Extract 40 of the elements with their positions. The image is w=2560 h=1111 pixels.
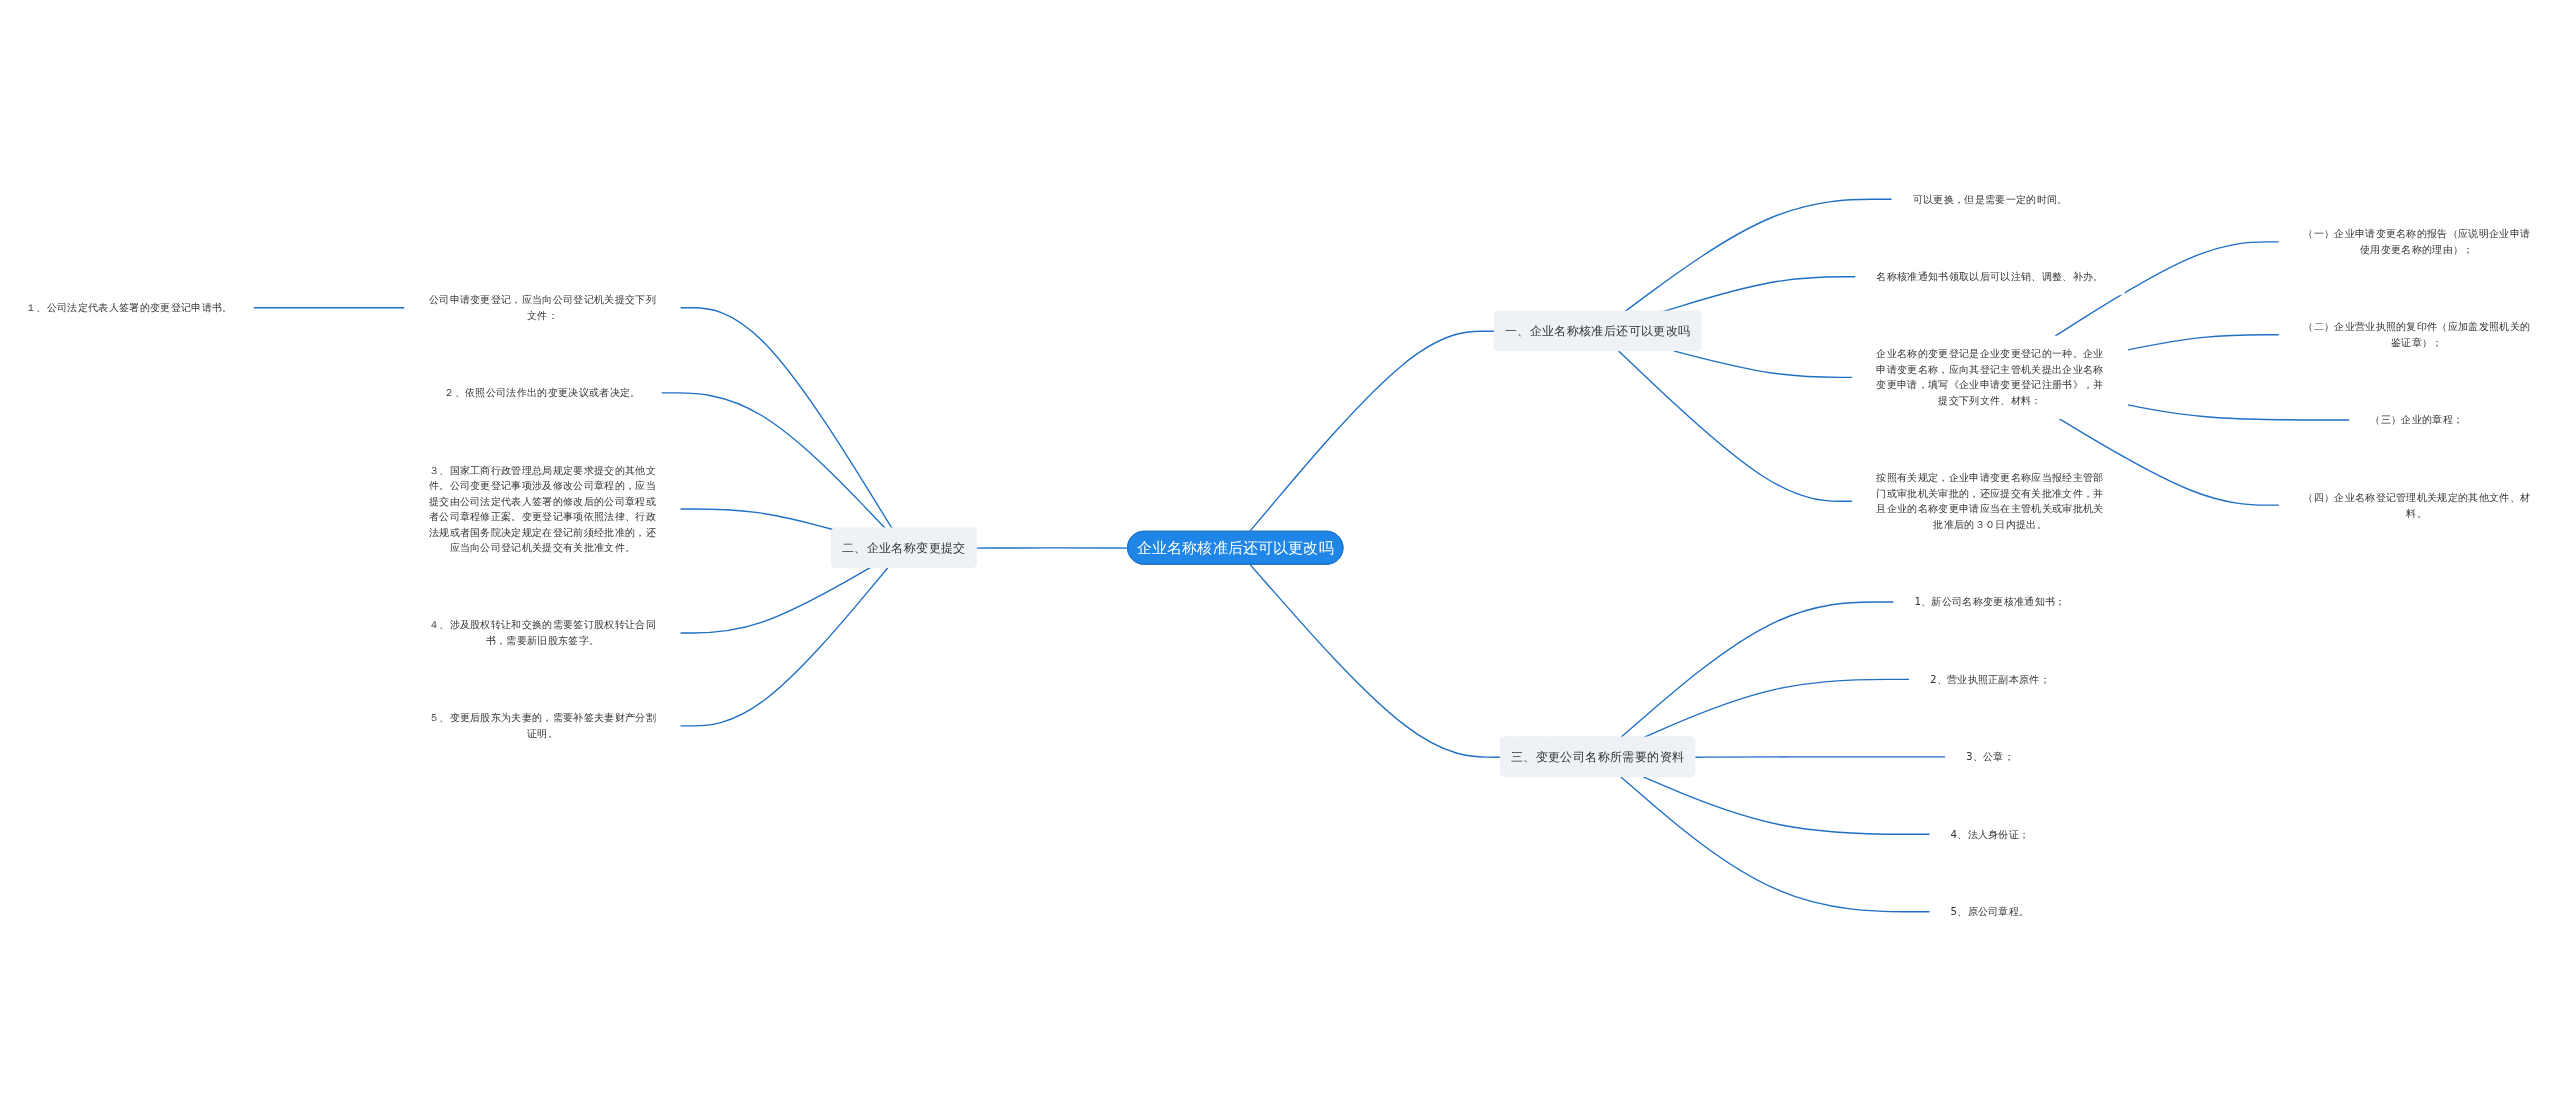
connector <box>679 567 889 727</box>
connector <box>1617 350 1854 502</box>
connector <box>660 392 887 530</box>
node-text: ２、依照公司法作出的变更决议或者决定。 <box>444 386 641 399</box>
connector <box>1620 601 1895 739</box>
node-text: 公司申请变更登记，应当向公司登记机关提交下列文件： <box>428 293 657 322</box>
node-text: 名称核准通知书领取以后可以注销、调整、补办。 <box>1876 270 2104 283</box>
connector <box>679 508 834 531</box>
node-text: １、公司法定代表人签署的变更登记申请书。 <box>26 301 233 314</box>
node-text: ４、涉及股权转让和交换的需要签订股权转让合同书，需要新旧股东签字。 <box>428 618 657 647</box>
connector <box>975 547 1129 549</box>
connector <box>252 307 406 309</box>
node-text: （三）企业的章程； <box>2370 413 2464 426</box>
connector <box>1642 776 1931 835</box>
node-text: 4、法人身份证； <box>1950 827 2030 841</box>
node-text: 可以更换，但是需要一定的时间。 <box>1912 192 2068 206</box>
connector <box>1248 330 1496 533</box>
connector <box>2058 418 2280 506</box>
connector <box>1620 776 1931 913</box>
node-text: 2、营业执照正副本原件； <box>1929 673 2051 686</box>
node-text: 1、新公司名称变更核准通知书； <box>1914 595 2066 608</box>
connector <box>1249 563 1502 758</box>
connector <box>2127 404 2351 421</box>
connector <box>679 567 871 634</box>
node-text: （四）企业名称登记管理机关规定的其他文件、材料。 <box>2303 491 2531 519</box>
connector <box>1694 756 1947 758</box>
connector <box>2127 334 2280 351</box>
node-text: 3、公章； <box>1966 750 2014 763</box>
connector <box>1642 678 1910 739</box>
node-text: ５、变更后股东为夫妻的，需要补签夫妻财产分割证明。 <box>428 711 657 740</box>
node-text: ３、国家工商行政管理总局规定要求提交的其他文件。公司变更登记事项涉及修改公司章程的，应当提交由公司法定代表人签署的修改后的公司章程或者公司章程修正案。变更登记事项依照法律、行政法规或者国务院决定规定在登记前须经批准的，还应当向公司登记机关提交有关批准文件。 <box>428 463 657 554</box>
connector <box>1672 350 1854 379</box>
connector <box>679 307 893 530</box>
connector <box>1624 198 1893 313</box>
node-text: 按照有关规定，企业申请变更名称应当报经主管部门或审批机关审批的，还应提交有关批准文件，并且企业的名称变更申请应当在主管机关或审批机关批准后的３０日内提出。 <box>1876 471 2104 531</box>
node-text: （一）企业申请变更名称的报告（应说明企业申请使用变更名称的理由）； <box>2303 227 2531 256</box>
node-text: 5、原公司章程。 <box>1950 905 2030 918</box>
connector <box>2054 241 2280 337</box>
node-text: 企业名称的变更登记是企业变更登记的一种。企业申请变更名称，应向其登记主管机关提出企业名称变更申请，填写《企业申请变更登记注册书》，并提交下列文件、材料： <box>1876 347 2104 407</box>
node-text: （二）企业营业执照的复印件（应加盖发照机关的鉴证章）； <box>2303 320 2531 349</box>
